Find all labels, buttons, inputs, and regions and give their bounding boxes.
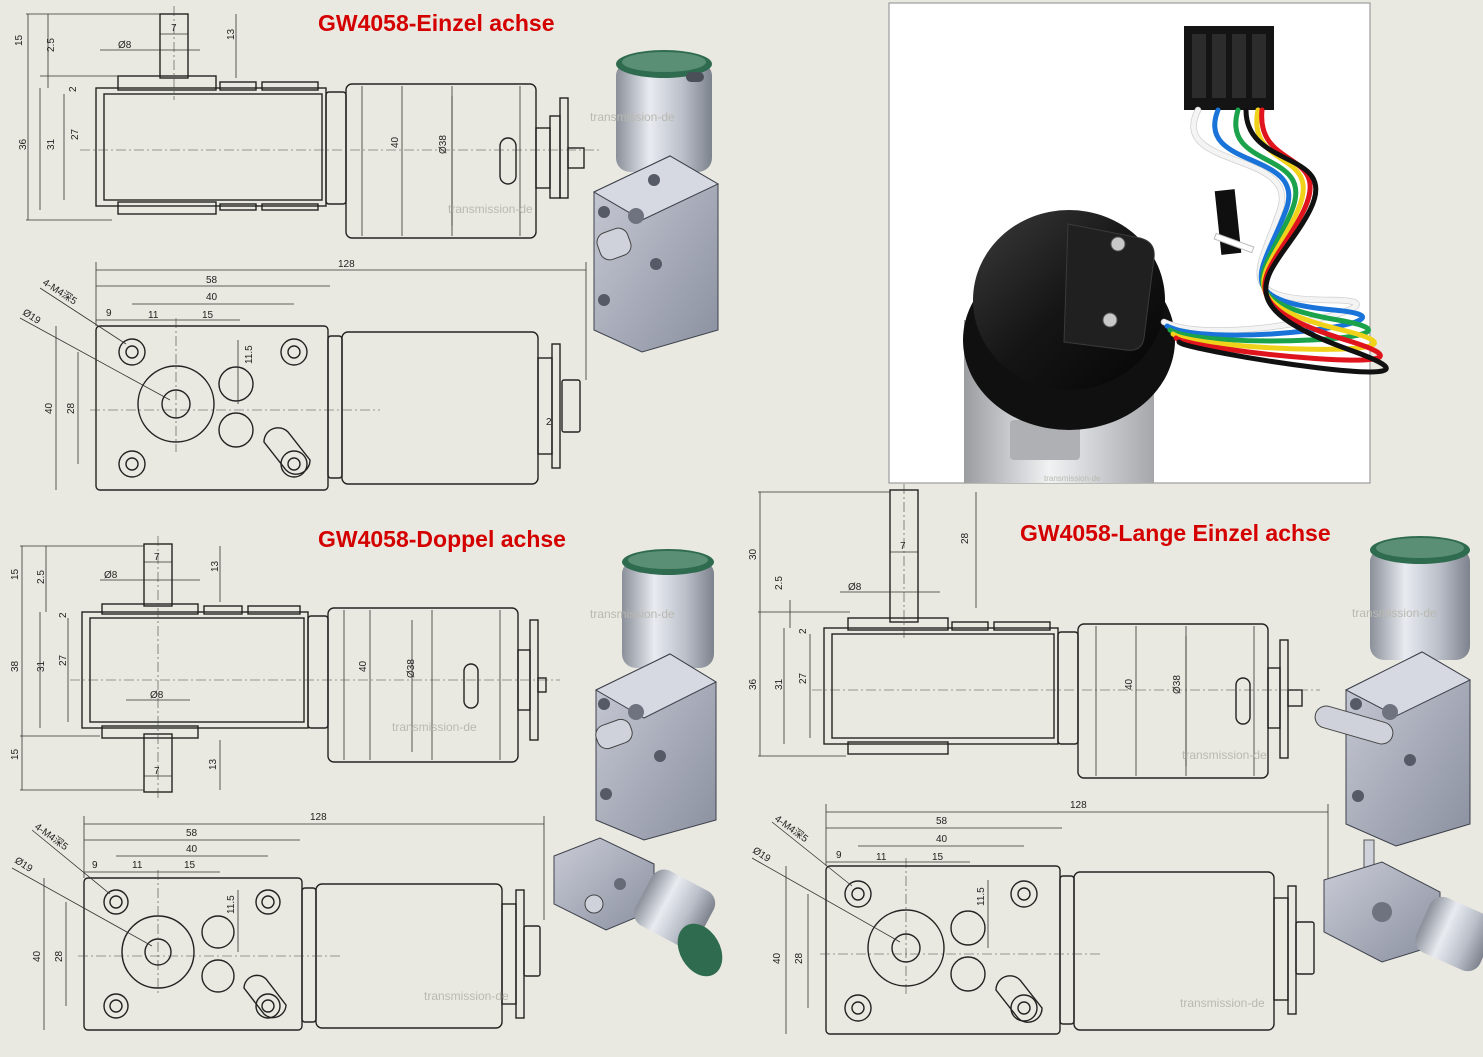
svg-text:40: 40: [206, 292, 218, 303]
wire: [1176, 107, 1389, 375]
watermark: transmission-de: [590, 607, 675, 621]
svg-text:11.5: 11.5: [976, 887, 987, 906]
svg-text:9: 9: [836, 850, 842, 861]
svg-text:40: 40: [358, 660, 369, 672]
svg-text:13: 13: [210, 560, 221, 572]
svg-text:38: 38: [10, 660, 21, 672]
svg-text:40: 40: [936, 834, 948, 845]
top-view-single: 128 58 40 9 11 15 4-M4深5 Ø19 11.5 40 28 …: [19, 259, 587, 491]
svg-text:58: 58: [206, 275, 218, 286]
watermark: transmission-de: [424, 989, 509, 1003]
svg-text:31: 31: [36, 660, 47, 672]
svg-text:36: 36: [748, 678, 759, 690]
svg-text:2.5: 2.5: [774, 576, 785, 590]
svg-text:Ø38: Ø38: [1172, 675, 1183, 694]
side-view-single: 15 2.5 2 36 31 27 Ø8 7 13 40 Ø38: [14, 6, 600, 239]
svg-text:Ø38: Ø38: [406, 659, 417, 678]
side-view-double: 15 2.5 2 38 31 27 Ø8 7 13 40 Ø38 Ø8 7 13…: [10, 536, 560, 800]
watermark: transmission-de: [1352, 606, 1437, 620]
svg-text:11: 11: [148, 310, 159, 321]
svg-text:Ø8: Ø8: [150, 690, 164, 701]
render-motor-double-small: [553, 837, 723, 977]
svg-text:31: 31: [774, 678, 785, 690]
svg-text:58: 58: [186, 828, 198, 839]
watermark: transmission-de: [448, 202, 533, 216]
svg-text:40: 40: [32, 950, 43, 962]
svg-text:128: 128: [1070, 800, 1087, 811]
svg-text:31: 31: [46, 138, 57, 150]
svg-text:15: 15: [932, 852, 944, 863]
svg-text:128: 128: [310, 812, 327, 823]
watermark: transmission-de: [590, 110, 675, 124]
svg-text:2: 2: [68, 86, 79, 92]
title-double-shaft: GW4058-Doppel achse: [318, 526, 566, 552]
svg-text:13: 13: [208, 758, 219, 770]
svg-text:Ø38: Ø38: [438, 135, 449, 154]
svg-text:15: 15: [10, 568, 21, 580]
svg-text:40: 40: [1124, 678, 1135, 690]
render-motor-long-small: [1323, 839, 1483, 972]
svg-text:7: 7: [154, 552, 160, 563]
svg-text:11: 11: [132, 860, 143, 871]
svg-text:9: 9: [106, 308, 112, 319]
svg-text:4-M4深5: 4-M4深5: [772, 813, 810, 846]
svg-text:40: 40: [772, 952, 783, 964]
svg-text:27: 27: [58, 654, 69, 666]
render-motor-single: [592, 50, 720, 353]
encoder-photo-panel: [888, 2, 1389, 484]
svg-text:28: 28: [66, 402, 77, 414]
svg-text:2: 2: [58, 612, 69, 618]
svg-text:2.5: 2.5: [36, 570, 47, 584]
svg-text:13: 13: [226, 28, 237, 40]
svg-text:7: 7: [154, 766, 160, 777]
svg-text:15: 15: [202, 310, 214, 321]
svg-text:36: 36: [18, 138, 29, 150]
watermark: transmission-de: [1182, 748, 1267, 762]
svg-text:7: 7: [900, 541, 906, 552]
svg-text:28: 28: [54, 950, 65, 962]
watermark: transmission-de: [1180, 996, 1265, 1010]
svg-text:Ø8: Ø8: [118, 40, 132, 51]
encoder-wires: [1160, 106, 1389, 375]
svg-text:11: 11: [876, 852, 887, 863]
title-single-shaft: GW4058-Einzel achse: [318, 10, 555, 36]
svg-text:Ø8: Ø8: [848, 582, 862, 593]
svg-text:27: 27: [70, 128, 81, 140]
svg-text:28: 28: [794, 952, 805, 964]
svg-text:15: 15: [14, 34, 25, 46]
svg-text:40: 40: [390, 136, 401, 148]
svg-text:Ø19: Ø19: [750, 845, 772, 865]
svg-text:Ø19: Ø19: [12, 855, 34, 875]
svg-text:2.5: 2.5: [46, 38, 57, 52]
svg-text:28: 28: [960, 532, 971, 544]
render-motor-long: [1314, 536, 1472, 847]
svg-text:30: 30: [748, 548, 759, 560]
watermark: transmission-de: [1044, 474, 1101, 483]
render-motor-double: [594, 549, 718, 841]
svg-text:9: 9: [92, 860, 98, 871]
title-long-single-shaft: GW4058-Lange Einzel achse: [1020, 520, 1331, 546]
svg-text:15: 15: [10, 748, 21, 760]
watermark: transmission-de: [392, 720, 477, 734]
svg-text:11.5: 11.5: [244, 345, 255, 364]
side-view-long: 30 2.5 2 36 31 27 Ø8 7 28 40 Ø38: [748, 484, 1320, 779]
svg-text:2: 2: [546, 417, 552, 428]
svg-text:128: 128: [338, 259, 355, 270]
svg-text:4-M4深5: 4-M4深5: [32, 821, 70, 854]
svg-text:15: 15: [184, 860, 196, 871]
svg-text:7: 7: [171, 23, 177, 34]
svg-text:40: 40: [44, 402, 55, 414]
svg-text:27: 27: [798, 672, 809, 684]
svg-text:2: 2: [798, 628, 809, 634]
svg-text:58: 58: [936, 816, 948, 827]
svg-text:Ø8: Ø8: [104, 570, 118, 581]
svg-text:40: 40: [186, 844, 198, 855]
svg-text:11.5: 11.5: [226, 895, 237, 914]
